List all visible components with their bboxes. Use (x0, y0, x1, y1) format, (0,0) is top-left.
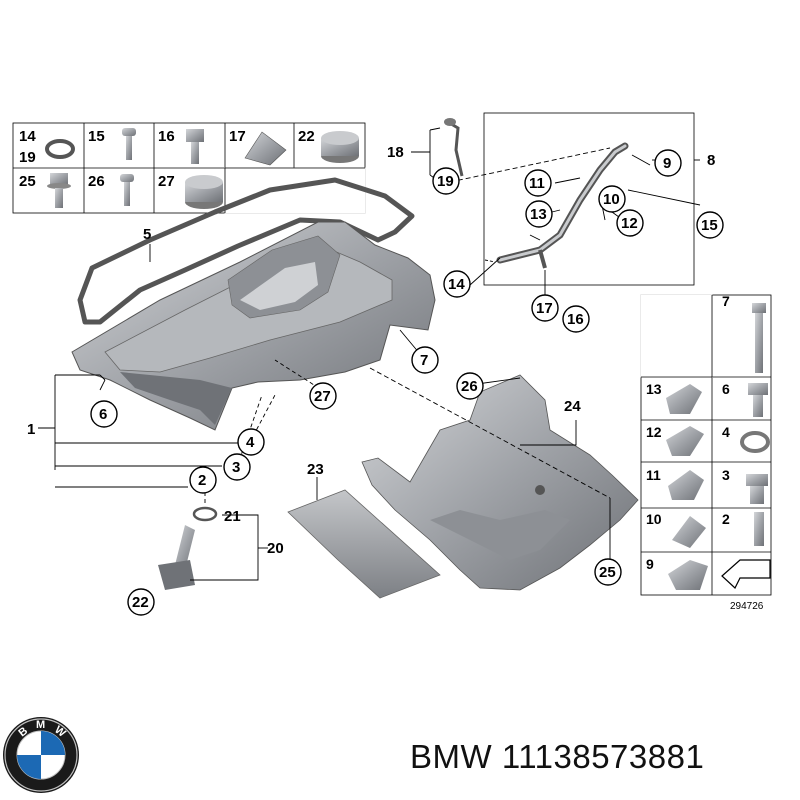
clamp-icon (668, 560, 708, 590)
label-22: 22 (298, 128, 315, 145)
callout-21: 21 (224, 508, 241, 525)
callout-7: 7 (420, 352, 428, 369)
shield-23 (287, 489, 441, 599)
brand-name: BMW (410, 738, 493, 775)
label-17: 17 (229, 128, 246, 145)
long-bolt-icon (752, 303, 766, 373)
label-9: 9 (646, 556, 654, 572)
callout-8: 8 (707, 152, 715, 169)
callout-19: 19 (437, 173, 454, 190)
callout-3: 3 (232, 459, 240, 476)
dipstick (444, 118, 464, 177)
bmw-logo: B M W (3, 717, 79, 793)
callout-11: 11 (529, 175, 545, 192)
legend-right (640, 294, 772, 596)
callout-20: 20 (267, 540, 284, 557)
label-11: 11 (646, 467, 661, 483)
callouts (90, 149, 724, 616)
oil-pan-gasket (77, 177, 415, 325)
brand-part-number: BMW 11138573881 (410, 738, 704, 776)
callout-15: 15 (701, 217, 718, 234)
pin-icon (754, 512, 764, 546)
callout-14: 14 (448, 276, 465, 293)
callout-27: 27 (314, 388, 331, 405)
callout-12: 12 (621, 215, 638, 232)
clamp-icon (666, 384, 702, 414)
callout-22: 22 (132, 594, 149, 611)
callout-9: 9 (663, 155, 671, 172)
part-number: 11138573881 (501, 738, 705, 775)
callout-26: 26 (461, 378, 478, 395)
label-7: 7 (722, 293, 730, 309)
callout-25: 25 (599, 564, 616, 581)
legend-left (12, 122, 366, 214)
flange-bolt-icon (47, 173, 71, 208)
hex-nut-icon (321, 131, 359, 163)
callout-23: 23 (307, 461, 324, 478)
label-13: 13 (646, 381, 662, 397)
torx-screw-icon (120, 174, 134, 206)
label-14: 14 (19, 128, 36, 145)
label-19: 19 (19, 149, 36, 166)
label-15: 15 (88, 128, 105, 145)
tube-assembly-frame (483, 112, 695, 286)
label-25: 25 (19, 173, 36, 190)
callout-6: 6 (99, 406, 107, 423)
callout-2: 2 (198, 472, 206, 489)
dipstick-guide-tube (496, 142, 629, 269)
label-2: 2 (722, 511, 730, 527)
label-10: 10 (646, 511, 662, 527)
callout-17: 17 (536, 300, 553, 317)
seal-ring-icon (740, 431, 770, 453)
clip-icon (672, 516, 706, 548)
callout-1: 1 (27, 421, 35, 438)
oil-level-sensor (158, 506, 218, 590)
callout-13: 13 (530, 206, 547, 223)
shield-24 (361, 374, 639, 591)
label-26: 26 (88, 173, 105, 190)
label-16: 16 (158, 128, 175, 145)
hex-bolt-icon (186, 129, 204, 164)
label-3: 3 (722, 467, 730, 483)
callout-16: 16 (567, 311, 584, 328)
bolt-icon (748, 383, 768, 417)
o-ring-icon (45, 139, 75, 159)
clamp-icon (668, 470, 704, 500)
label-12: 12 (646, 424, 662, 440)
plug-icon (746, 474, 768, 504)
torx-screw-icon (122, 128, 136, 160)
label-4: 4 (722, 424, 730, 440)
clip-nut-icon (244, 131, 287, 166)
oil-pan (71, 221, 436, 431)
clamp-icon (666, 426, 704, 456)
label-6: 6 (722, 381, 730, 397)
hex-nut-icon (185, 175, 223, 209)
figure-number: 294726 (730, 601, 764, 612)
logo-letter-m: M (36, 719, 45, 731)
callout-10: 10 (603, 191, 620, 208)
callout-5: 5 (143, 226, 151, 243)
callout-24: 24 (564, 398, 581, 415)
callout-4: 4 (246, 434, 255, 451)
arrow-icon (721, 559, 771, 589)
label-27: 27 (158, 173, 175, 190)
callout-18: 18 (387, 144, 404, 161)
